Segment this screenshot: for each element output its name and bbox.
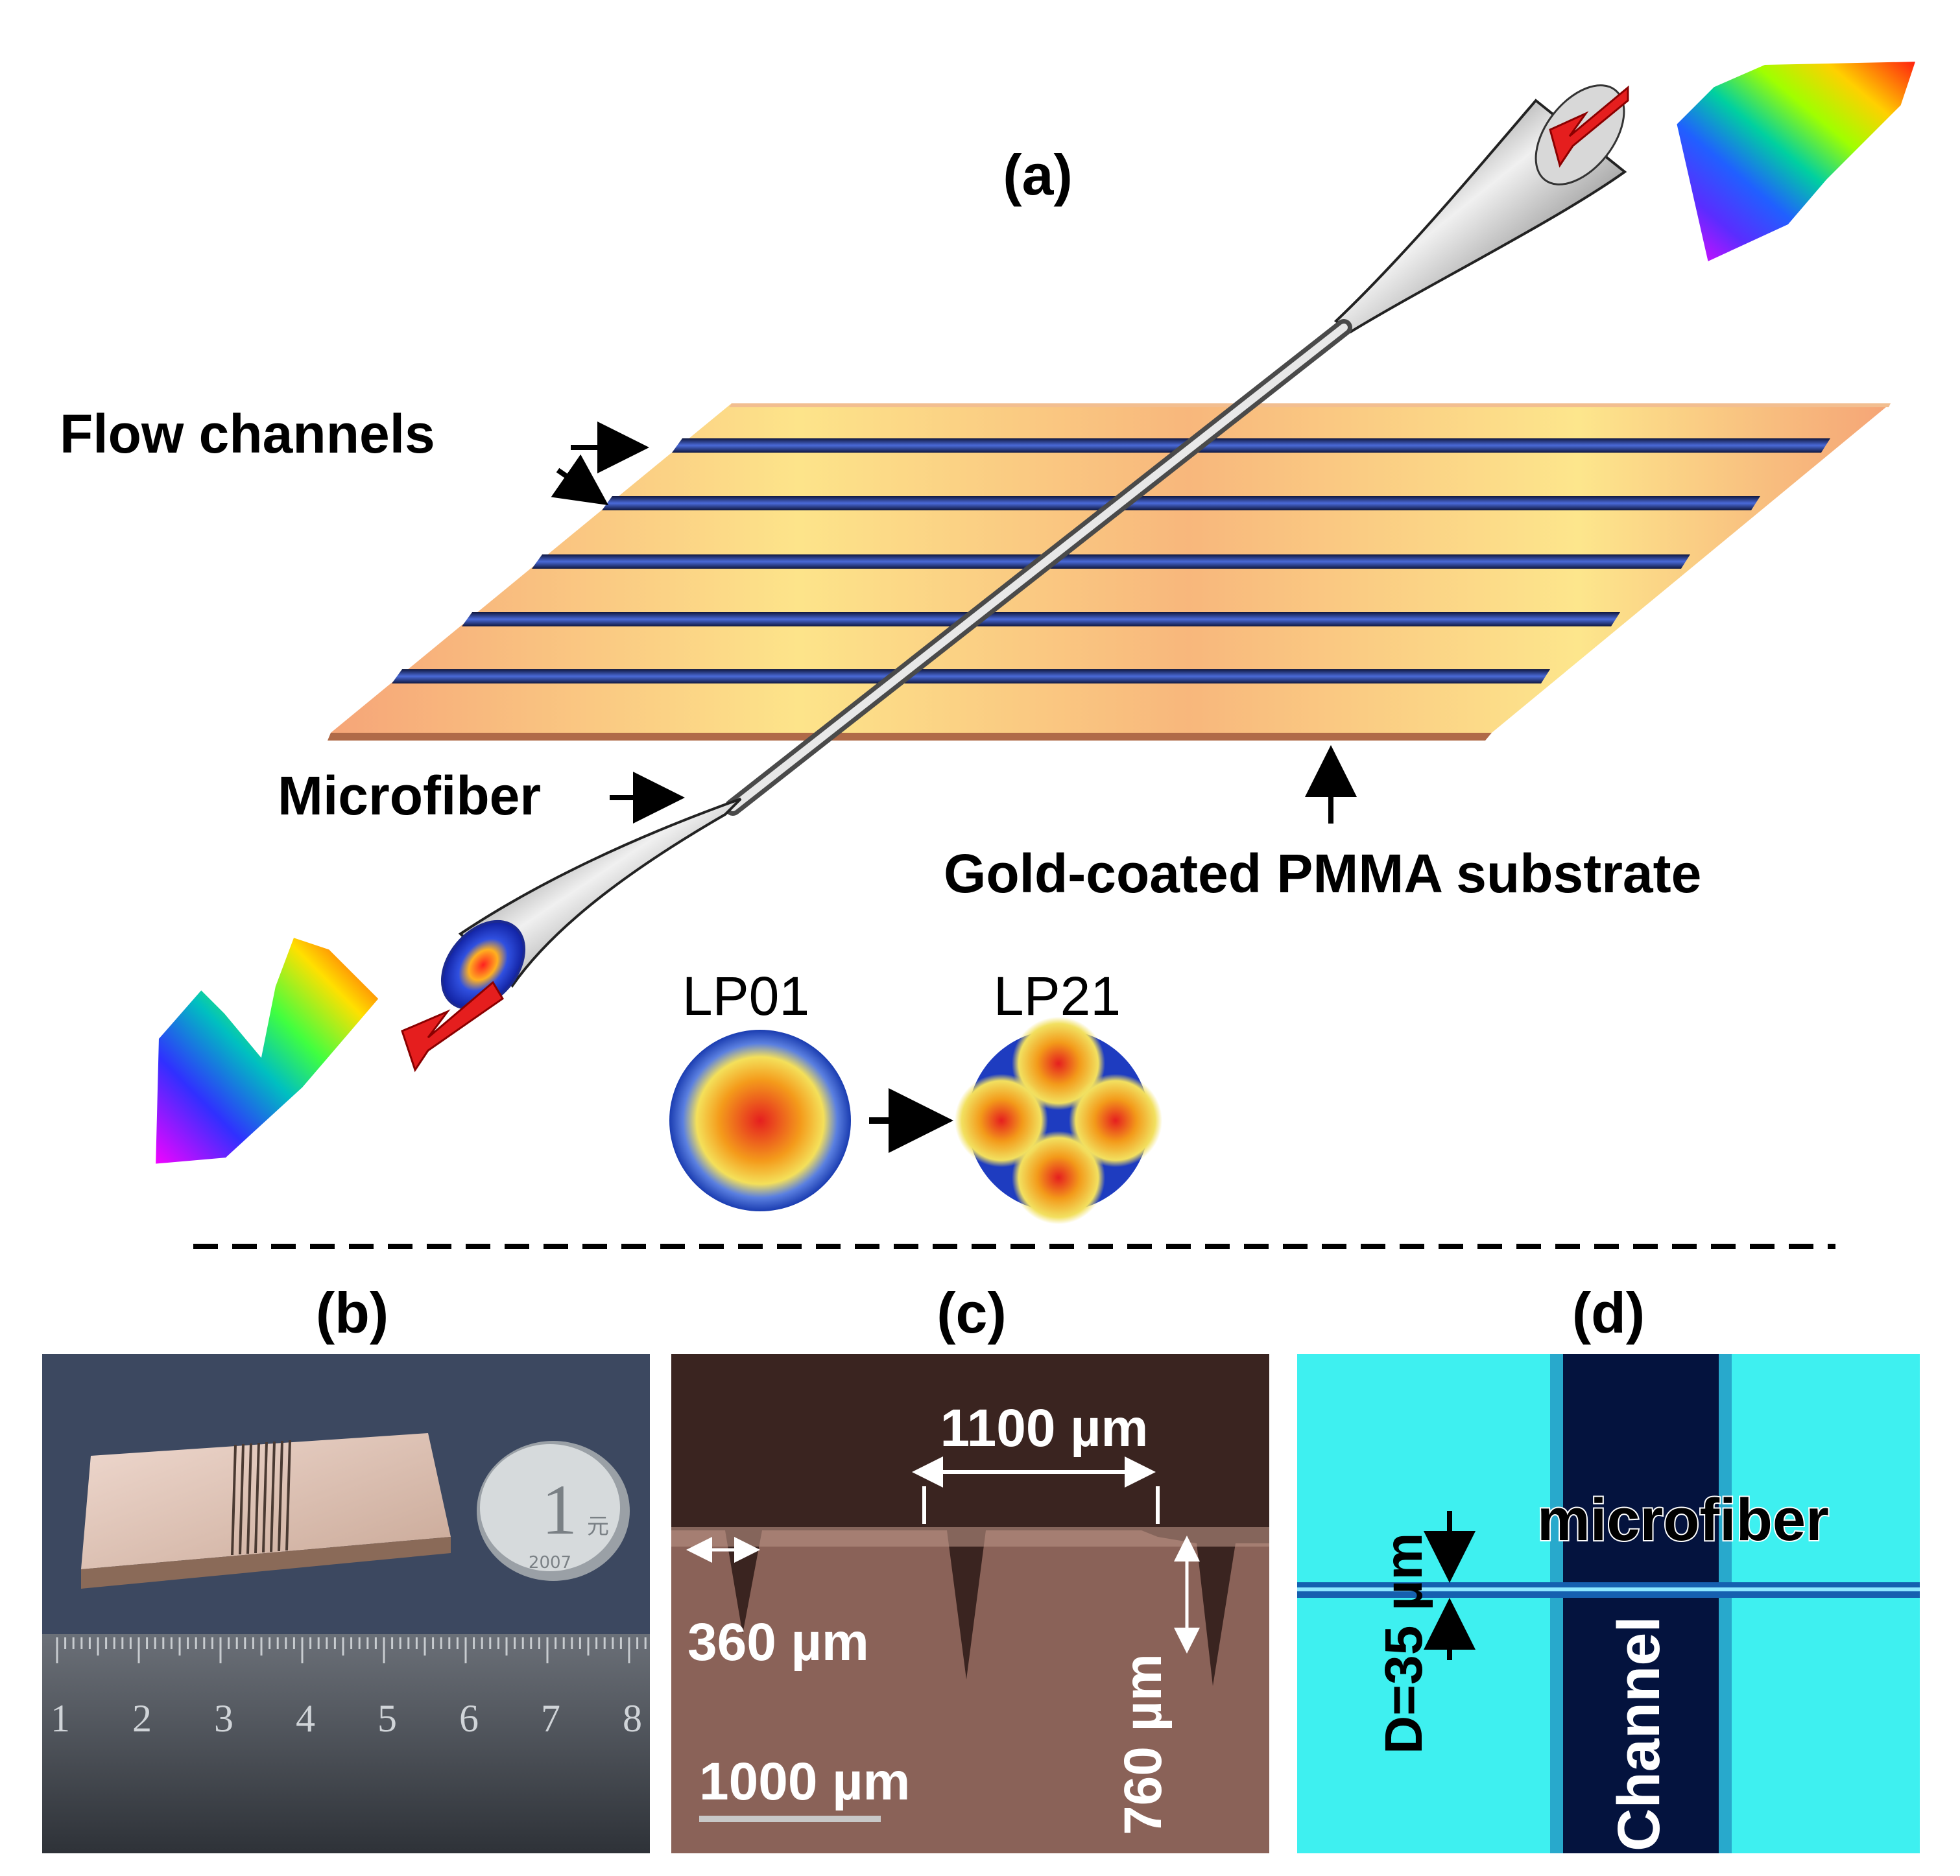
ruler-mark: 1 bbox=[51, 1697, 70, 1740]
gold-substrate bbox=[328, 403, 1891, 741]
substrate-label: Gold-coated PMMA substrate bbox=[944, 843, 1701, 904]
ruler-mark: 8 bbox=[623, 1697, 642, 1740]
depth-label: 760 µm bbox=[1114, 1654, 1173, 1835]
input-arrow-icon bbox=[1549, 85, 1629, 168]
panel-a: (a) Flow cha bbox=[60, 54, 1924, 1224]
ruler-mark: 7 bbox=[541, 1697, 560, 1740]
output-arrow-icon bbox=[401, 980, 505, 1073]
panel-d: (d) microfiber Channel D=35 µm bbox=[1297, 1281, 1920, 1853]
mode-lp21-icon bbox=[955, 1017, 1162, 1224]
scale-bar bbox=[699, 1816, 881, 1822]
flow-channels-arrow-icon bbox=[551, 454, 609, 506]
diameter-label: D=35 µm bbox=[1374, 1533, 1433, 1754]
groove-profile bbox=[671, 1354, 1269, 1686]
ruler-mark: 6 bbox=[459, 1697, 479, 1740]
mode-lp01-label: LP01 bbox=[682, 966, 809, 1027]
channel-region bbox=[1563, 1354, 1719, 1853]
panel-b: (b) 1 元 2007 bbox=[42, 1281, 650, 1853]
microfiber-line bbox=[1297, 1582, 1920, 1598]
microfiber-d-label: microfiber bbox=[1537, 1487, 1829, 1553]
channel-label: Channel bbox=[1606, 1616, 1672, 1851]
period-label: 1100 µm bbox=[940, 1399, 1149, 1458]
mode-lp21-label: LP21 bbox=[994, 966, 1121, 1027]
width-label: 360 µm bbox=[687, 1613, 869, 1672]
ruler-mark: 3 bbox=[214, 1697, 233, 1740]
panel-b-label: (b) bbox=[316, 1281, 388, 1345]
coin-value: 1 bbox=[542, 1470, 577, 1549]
flow-channels-label: Flow channels bbox=[60, 403, 435, 464]
output-spectrum-icon bbox=[149, 929, 387, 1171]
mode-lp01-icon bbox=[669, 1030, 851, 1211]
panel-a-label: (a) bbox=[1003, 143, 1073, 207]
coin-char: 元 bbox=[587, 1514, 609, 1539]
panel-d-label: (d) bbox=[1572, 1281, 1645, 1345]
panel-c-label: (c) bbox=[937, 1281, 1007, 1345]
ruler: 1 2 3 4 5 6 7 8 bbox=[42, 1634, 650, 1853]
flow-channels bbox=[392, 438, 1830, 683]
microfiber-label: Microfiber bbox=[278, 765, 541, 826]
gold-chip-photo bbox=[81, 1433, 451, 1589]
panel-c: (c) 1100 µm 360 µm 760 µm 1000 µm bbox=[671, 1281, 1269, 1853]
coin-year: 2007 bbox=[529, 1553, 571, 1573]
coin-photo: 1 元 2007 bbox=[477, 1441, 630, 1581]
ruler-mark: 4 bbox=[296, 1697, 315, 1740]
input-spectrum-icon bbox=[1669, 54, 1924, 271]
ruler-mark: 5 bbox=[377, 1697, 397, 1740]
scale-bar-label: 1000 µm bbox=[699, 1752, 910, 1811]
ruler-mark: 2 bbox=[132, 1697, 152, 1740]
